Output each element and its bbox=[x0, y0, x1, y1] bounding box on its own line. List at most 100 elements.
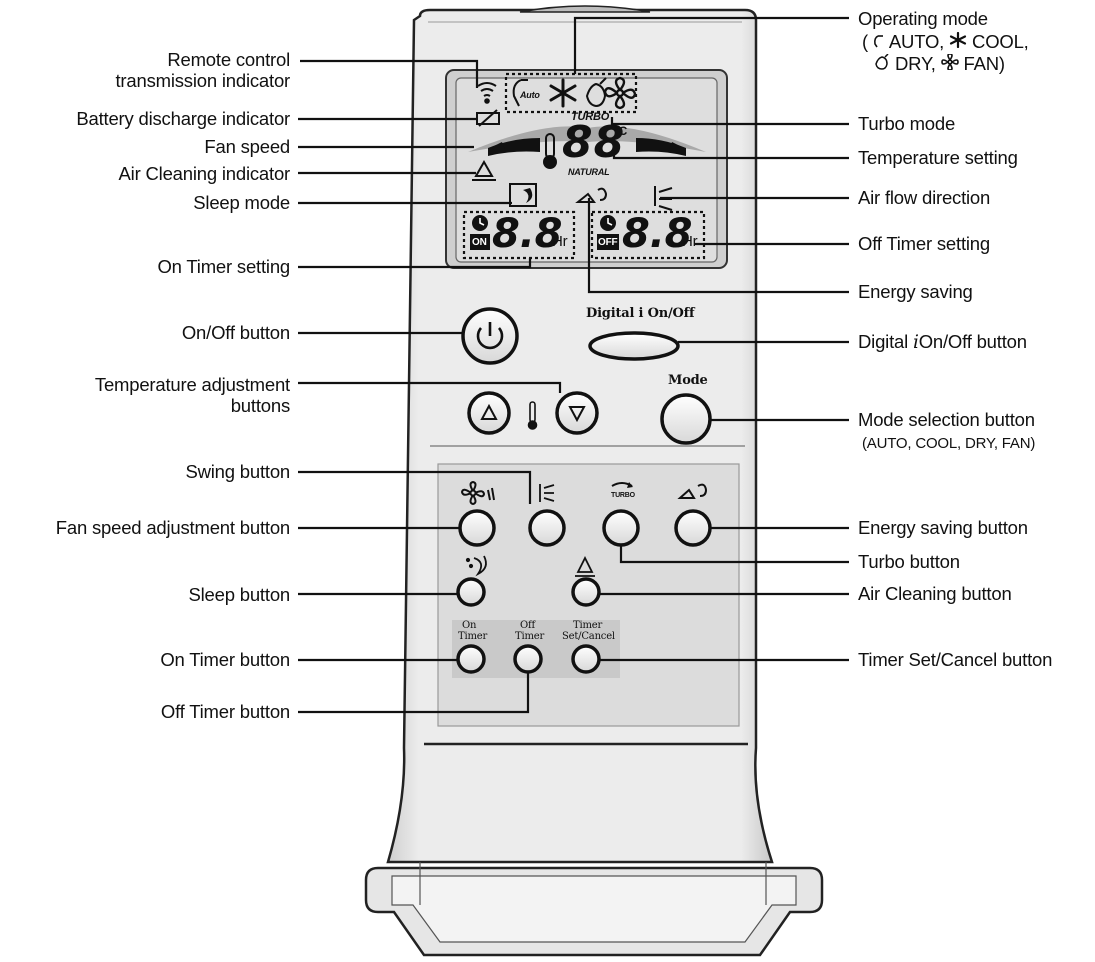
digital-word: Digital bbox=[858, 331, 909, 352]
lcd-auto-tag: Auto bbox=[520, 90, 540, 100]
on-timer-text-1: On bbox=[462, 620, 477, 631]
mode-button[interactable] bbox=[660, 393, 712, 445]
label-air-cleaning-button: Air Cleaning button bbox=[858, 583, 1012, 604]
temp-down-button[interactable] bbox=[555, 391, 599, 435]
lcd-on-tag: ON bbox=[472, 237, 487, 248]
label-battery-discharge: Battery discharge indicator bbox=[76, 108, 290, 129]
fan-speed-button[interactable] bbox=[458, 509, 496, 547]
fan-speed-bar bbox=[468, 126, 706, 152]
label-timer-set-cancel-button: Timer Set/Cancel button bbox=[858, 649, 1053, 670]
mode-label: Mode bbox=[668, 373, 708, 388]
energy-saving-button[interactable] bbox=[674, 509, 712, 547]
digital-i-label: Digital i On/Off bbox=[586, 306, 695, 321]
label-onoff-button: On/Off button bbox=[181, 322, 290, 343]
energy-icon bbox=[575, 187, 608, 203]
lcd-on-hr: Hr bbox=[552, 233, 568, 250]
label-sleep-mode: Sleep mode bbox=[193, 192, 290, 213]
air-clean-btn-icon bbox=[575, 555, 595, 577]
on-timer-box bbox=[462, 210, 576, 260]
auto-icon bbox=[512, 79, 528, 107]
label-operating-mode: Operating mode bbox=[858, 8, 988, 29]
dry-icon bbox=[585, 77, 607, 108]
turbo-btn-icon bbox=[611, 482, 633, 488]
lcd-natural-text: NATURAL bbox=[568, 167, 610, 177]
timer-set-text-2: Set/Cancel bbox=[562, 631, 615, 642]
dry-mini-icon bbox=[875, 53, 889, 70]
label-on-timer-setting: On Timer setting bbox=[157, 256, 290, 277]
label-off-timer-setting: Off Timer setting bbox=[858, 233, 990, 254]
down-arrow-icon bbox=[568, 406, 586, 423]
label-fan-speed-adjust: Fan speed adjustment button bbox=[55, 517, 290, 538]
leader-lines bbox=[298, 16, 849, 714]
up-arrow-icon bbox=[480, 403, 498, 420]
cool-mini-icon bbox=[949, 31, 967, 49]
label-temperature-setting: Temperature setting bbox=[858, 147, 1018, 168]
lcd-temp-digits: 88 bbox=[562, 117, 626, 168]
clock-on-icon bbox=[470, 215, 490, 250]
label-temp-adjust-2: buttons bbox=[230, 395, 290, 416]
fan-speed-segments bbox=[492, 142, 682, 154]
digital-i-button[interactable] bbox=[588, 331, 680, 361]
label-operating-mode-line3: DRY, FAN) bbox=[874, 53, 1005, 75]
fan-icon bbox=[603, 76, 637, 110]
lcd-temp-unit: °C bbox=[614, 124, 628, 138]
off-timer-text-2: Timer bbox=[515, 631, 545, 642]
off-timer-box bbox=[590, 210, 706, 260]
lcd-on-timer-digits: 8.8 bbox=[492, 211, 563, 257]
sleep-button[interactable] bbox=[456, 577, 486, 607]
sleep-icon bbox=[509, 183, 537, 207]
open-paren: ( bbox=[862, 31, 868, 52]
lcd-off-hr: Hr bbox=[682, 233, 698, 250]
air-clean-button[interactable] bbox=[571, 577, 601, 607]
label-turbo-mode: Turbo mode bbox=[858, 113, 956, 134]
turbo-button[interactable] bbox=[602, 509, 640, 547]
label-on-timer-button: On Timer button bbox=[160, 649, 290, 670]
label-remote-transmission-2: transmission indicator bbox=[115, 70, 290, 91]
label-temp-adjust-1: Temperature adjustment bbox=[94, 374, 290, 395]
energy-btn-icon bbox=[677, 483, 708, 499]
air-clean-indicator-icon bbox=[472, 159, 496, 181]
label-energy-saving: Energy saving bbox=[858, 281, 973, 302]
label-mode-selection: Mode selection button bbox=[858, 409, 1035, 430]
timer-set-button[interactable] bbox=[571, 644, 601, 674]
label-air-cleaning-indicator: Air Cleaning indicator bbox=[118, 163, 291, 184]
off-timer-button[interactable] bbox=[513, 644, 543, 674]
lcd-off-tag: OFF bbox=[598, 237, 618, 248]
mode-dry-text: DRY, bbox=[894, 53, 936, 74]
label-air-flow-direction: Air flow direction bbox=[858, 187, 991, 208]
label-turbo-button: Turbo button bbox=[858, 551, 960, 572]
swing-button[interactable] bbox=[528, 509, 566, 547]
fan-speed-btn-icon bbox=[460, 480, 495, 506]
label-remote-transmission-1: Remote control bbox=[167, 49, 290, 70]
on-timer-text-2: Timer bbox=[458, 631, 488, 642]
mode-cool-text: COOL, bbox=[972, 31, 1029, 52]
label-operating-mode-line2: ( AUTO, COOL, bbox=[862, 31, 1029, 53]
sleep-btn-icon bbox=[465, 555, 487, 577]
lcd-turbo-text: TURBO bbox=[571, 111, 610, 123]
off-timer-text-1: Off bbox=[520, 620, 536, 631]
battery-icon bbox=[476, 109, 500, 127]
onoff-button-word: On/Off button bbox=[918, 331, 1027, 352]
mode-fan-text: FAN) bbox=[963, 53, 1006, 74]
on-timer-button[interactable] bbox=[456, 644, 486, 674]
temp-thermometer-icon bbox=[527, 401, 538, 430]
mode-auto-text: AUTO, bbox=[888, 31, 945, 52]
turbo-btn-tag: TURBO bbox=[611, 492, 635, 499]
thermometer-icon bbox=[543, 133, 557, 169]
swing-btn-icon bbox=[539, 484, 555, 502]
label-swing-button: Swing button bbox=[185, 461, 290, 482]
label-off-timer-button: Off Timer button bbox=[160, 701, 290, 722]
label-sleep-button: Sleep button bbox=[188, 584, 291, 605]
clock-off-icon bbox=[597, 215, 619, 250]
transmission-icon bbox=[477, 82, 497, 104]
timer-set-text-1: Timer bbox=[573, 620, 603, 631]
label-energy-saving-button: Energy saving button bbox=[858, 517, 1028, 538]
label-mode-selection-sub: (AUTO, COOL, DRY, FAN) bbox=[862, 435, 1036, 452]
power-icon bbox=[476, 322, 504, 350]
label-digital-i-button: Digital iOn/Off button bbox=[858, 331, 1027, 354]
lcd-off-timer-digits: 8.8 bbox=[622, 211, 693, 257]
temp-up-button[interactable] bbox=[467, 391, 511, 435]
digital-i-letter: i bbox=[912, 332, 919, 353]
